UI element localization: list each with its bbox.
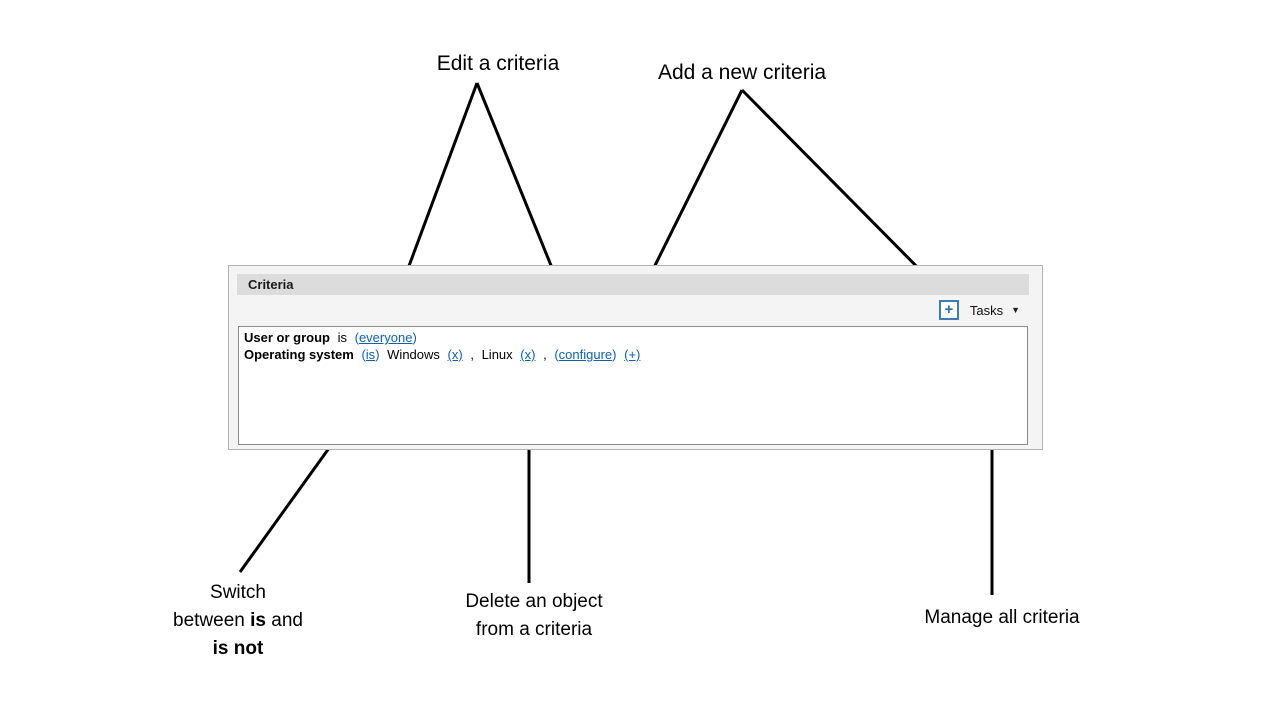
criteria-row-user-or-group: User or group is (everyone) xyxy=(244,329,1022,346)
criteria-operator: is xyxy=(337,330,347,345)
add-object-link[interactable]: (+) xyxy=(624,347,641,362)
switch-annotation-line3: is not xyxy=(212,638,264,659)
configure-link[interactable]: (configure) xyxy=(554,347,617,362)
delete-annotation-line1: Delete an object xyxy=(465,591,603,612)
criteria-toolbar: + Tasks ▼ xyxy=(938,300,1020,320)
criteria-row-operating-system: Operating system (is) Windows (x) , Linu… xyxy=(244,346,1022,363)
manage-criteria-annotation: Manage all criteria xyxy=(902,604,1102,632)
delete-annotation-line2: from a criteria xyxy=(475,619,593,640)
is-toggle-link[interactable]: (is) xyxy=(361,347,380,362)
everyone-link[interactable]: (everyone) xyxy=(354,330,417,345)
criteria-panel-header: Criteria xyxy=(237,274,1029,295)
edit-criteria-annotation: Edit a criteria xyxy=(398,52,598,76)
add-criteria-button[interactable]: + xyxy=(938,300,959,320)
os-value-windows: Windows xyxy=(387,347,440,362)
criteria-label: Operating system xyxy=(244,347,354,362)
chevron-down-icon: ▼ xyxy=(1011,305,1020,315)
separator: , xyxy=(470,347,474,362)
panel-title: Criteria xyxy=(248,277,294,292)
add-criteria-annotation-text: Add a new criteria xyxy=(657,61,827,84)
tasks-dropdown-label: Tasks xyxy=(969,302,1004,318)
os-value-linux: Linux xyxy=(481,347,513,362)
delete-object-annotation: Delete an object from a criteria xyxy=(434,588,634,644)
switch-annotation-line1: Switch xyxy=(210,582,266,603)
remove-windows-link[interactable]: (x) xyxy=(447,347,463,362)
switch-annotation-line2: between is and xyxy=(173,610,303,631)
separator: , xyxy=(543,347,547,362)
criteria-list: User or group is (everyone) Operating sy… xyxy=(238,326,1028,445)
tasks-dropdown[interactable]: Tasks ▼ xyxy=(970,303,1020,318)
criteria-panel: Criteria + Tasks ▼ User or group is (eve… xyxy=(228,265,1043,450)
manage-annotation-text: Manage all criteria xyxy=(924,607,1080,628)
plus-icon: + xyxy=(944,301,954,318)
criteria-label: User or group xyxy=(244,330,330,345)
add-criteria-annotation: Add a new criteria xyxy=(642,61,842,85)
edit-criteria-annotation-text: Edit a criteria xyxy=(436,52,560,75)
remove-linux-link[interactable]: (x) xyxy=(520,347,536,362)
switch-is-annotation: Switch between is and is not xyxy=(138,579,338,663)
